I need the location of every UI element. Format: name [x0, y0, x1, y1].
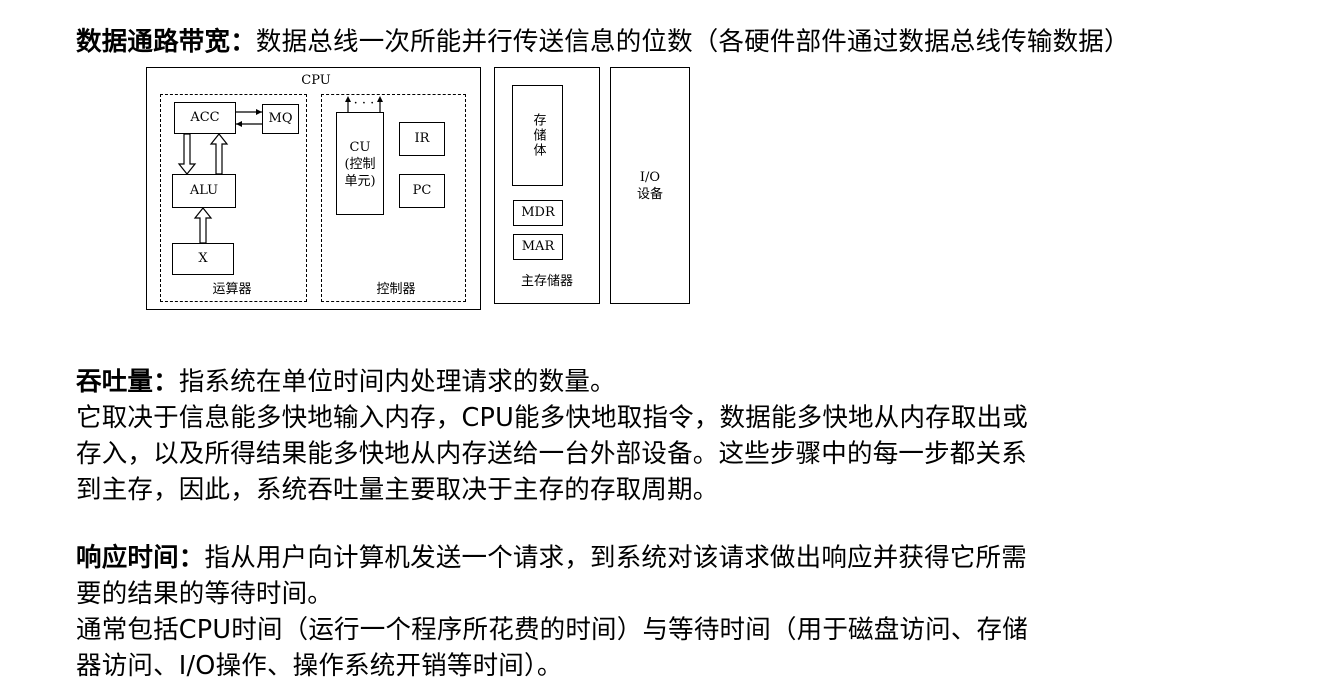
- x-register: X: [172, 243, 234, 275]
- storage-body: 存储体: [512, 85, 563, 186]
- cu-label-2: (控制: [344, 157, 376, 172]
- main-memory-label: 主存储器: [520, 274, 573, 289]
- bandwidth-text: 数据总线一次所能并行传送信息的位数（各硬件部件通过数据总线传输数据）: [255, 27, 1130, 57]
- response-time-line2: 要的结果的等待时间。: [76, 579, 334, 609]
- ir-register: IR: [399, 122, 445, 156]
- control-unit-label: 控制器: [376, 282, 416, 297]
- io-device-label-2: 设备: [636, 187, 663, 202]
- mdr-register: MDR: [513, 200, 563, 226]
- mq-register: MQ: [262, 104, 299, 134]
- control-unit-region: [321, 94, 466, 302]
- cu-label: CU: [349, 140, 371, 155]
- alu-unit-region: [160, 94, 307, 302]
- alu-unit-label: 运算器: [212, 282, 252, 297]
- response-time-paragraph: 响应时间：指从用户向计算机发送一个请求，到系统对该请求做出响应并获得它所需 要的…: [76, 540, 1028, 684]
- bandwidth-term: 数据通路带宽：: [76, 27, 256, 57]
- main-memory-box: [494, 67, 600, 304]
- throughput-line4: 到主存，因此，系统吞吐量主要取决于主存的存取周期。: [76, 475, 719, 505]
- response-time-line1: 指从用户向计算机发送一个请求，到系统对该请求做出响应并获得它所需: [204, 543, 1027, 573]
- pc-register: PC: [399, 174, 445, 208]
- acc-register: ACC: [174, 102, 236, 134]
- cu-label-3: 单元): [344, 174, 376, 189]
- throughput-line3: 存入，以及所得结果能多快地从内存送给一台外部设备。这些步骤中的每一步都关系: [76, 439, 1027, 469]
- alu-block: ALU: [172, 174, 236, 208]
- cu-block: [336, 112, 384, 215]
- storage-body-label: 存储体: [530, 113, 546, 158]
- response-time-line4: 器访问、I/O操作、操作系统开销等时间）。: [76, 651, 563, 681]
- cu-dots: · · ·: [353, 96, 375, 111]
- response-time-line3: 通常包括CPU时间（运行一个程序所花费的时间）与等待时间（用于磁盘访问、存储: [76, 615, 1028, 645]
- cpu-box: [146, 67, 481, 310]
- response-time-term: 响应时间：: [76, 543, 205, 573]
- throughput-line1: 指系统在单位时间内处理请求的数量。: [178, 367, 616, 397]
- cpu-label: CPU: [301, 73, 331, 88]
- throughput-line2: 它取决于信息能多快地输入内存，CPU能多快地取指令，数据能多快地从内存取出或: [76, 403, 1028, 433]
- throughput-term: 吞吐量：: [76, 367, 179, 397]
- throughput-paragraph: 吞吐量：指系统在单位时间内处理请求的数量。 它取决于信息能多快地输入内存，CPU…: [76, 364, 1028, 508]
- io-device-box: [610, 67, 690, 304]
- io-device-label: I/O: [639, 170, 661, 185]
- mar-register: MAR: [513, 234, 563, 260]
- bandwidth-paragraph: 数据通路带宽：数据总线一次所能并行传送信息的位数（各硬件部件通过数据总线传输数据…: [76, 24, 1130, 60]
